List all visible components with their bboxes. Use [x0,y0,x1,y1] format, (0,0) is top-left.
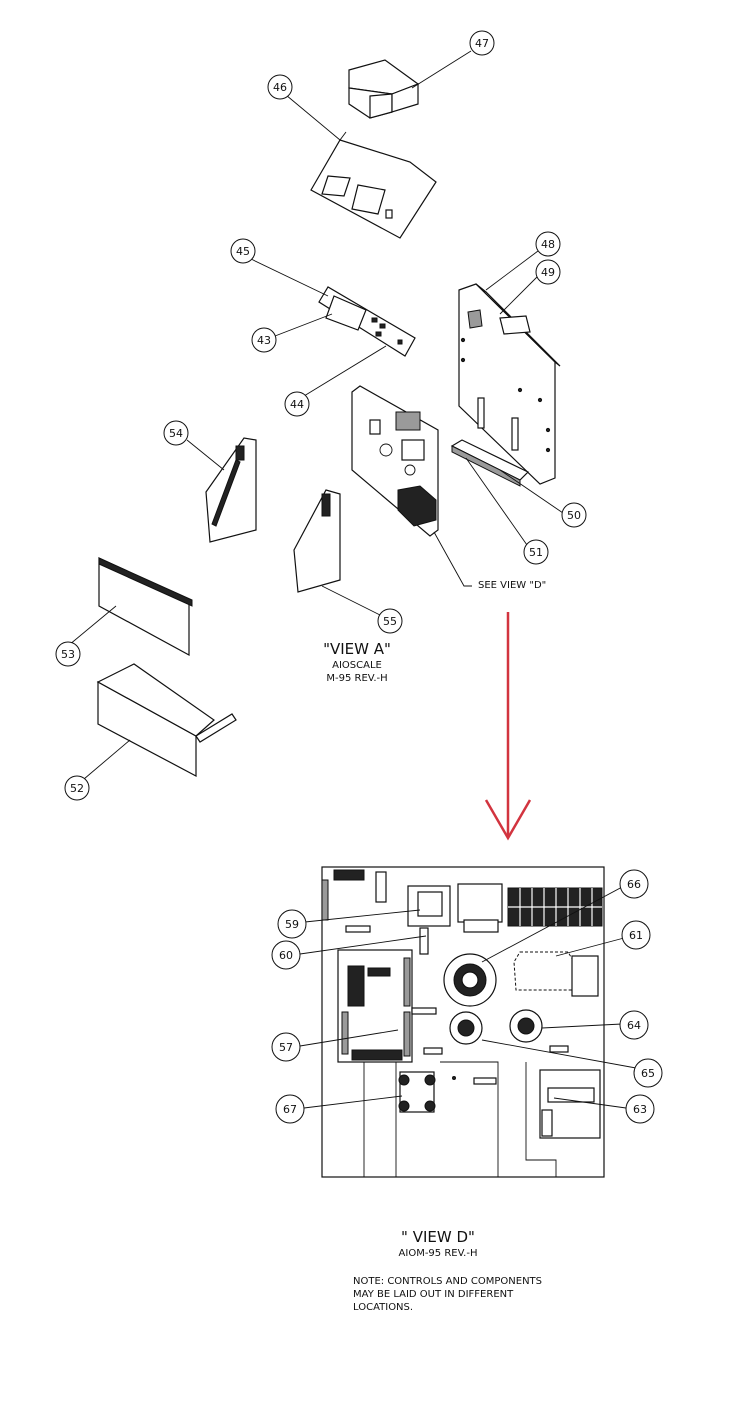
callout-46: 46 [267,74,293,100]
callout-43: 43 [251,327,277,353]
svg-text:64: 64 [627,1019,641,1032]
callout-45: 45 [230,238,256,264]
part-48-back-plate [458,283,561,485]
part-52-front-cover [96,663,237,777]
svg-text:49: 49 [541,266,555,279]
callout-53: 53 [55,641,81,667]
callout-67: 67 [275,1094,305,1124]
part-51-rail [450,439,530,487]
layout-note-line-3: LOCATIONS. [353,1302,414,1313]
svg-text:57: 57 [279,1041,293,1054]
part-control-board [351,385,439,537]
svg-text:46: 46 [273,81,287,94]
svg-text:60: 60 [279,949,293,962]
svg-text:47: 47 [475,37,489,50]
svg-text:50: 50 [567,509,581,522]
callout-54: 54 [163,420,189,446]
callout-57: 57 [271,1032,301,1062]
callout-49: 49 [535,259,561,285]
callout-55: 55 [377,608,403,634]
svg-text:51: 51 [529,546,543,559]
callout-50: 50 [561,502,587,528]
svg-text:54: 54 [169,427,183,440]
callout-51: 51 [523,539,549,565]
callout-47: 47 [469,30,495,56]
part-54-side-bracket [205,437,257,543]
callout-63: 63 [625,1094,655,1124]
svg-text:59: 59 [285,918,299,931]
view-d-title: " VIEW D" [401,1228,475,1246]
svg-text:53: 53 [61,648,75,661]
view-a-leader-lines [68,50,564,780]
callout-59: 59 [277,909,307,939]
relay-row [507,887,603,927]
part-47-bracket [348,59,420,119]
view-d-board [321,866,605,1178]
svg-text:45: 45 [236,245,250,258]
part-46-panel [310,131,437,239]
svg-text:55: 55 [383,615,397,628]
callout-52: 52 [64,775,90,801]
callout-66: 66 [619,869,649,899]
svg-text:43: 43 [257,334,271,347]
callout-64: 64 [619,1010,649,1040]
callout-44: 44 [284,391,310,417]
callout-48: 48 [535,231,561,257]
layout-note-line-2: MAY BE LAID OUT IN DIFFERENT [353,1289,514,1300]
callout-61: 61 [621,920,651,950]
svg-text:66: 66 [627,878,641,891]
svg-text:67: 67 [283,1103,297,1116]
view-d-revision: AIOM-95 REV.-H [398,1248,478,1259]
part-55-side-plate [293,489,341,593]
view-d-arrow [484,612,532,841]
callout-65: 65 [633,1058,663,1088]
layout-note-line-1: NOTE: CONTROLS AND COMPONENTS [353,1276,543,1287]
svg-text:61: 61 [629,929,643,942]
svg-text:44: 44 [290,398,304,411]
view-a-revision: M-95 REV.-H [326,673,388,684]
part-45-display-panel [318,286,416,357]
svg-text:65: 65 [641,1067,655,1080]
view-a-title: "VIEW A" [323,640,391,658]
view-d-leader-lines [299,885,637,1109]
svg-text:63: 63 [633,1103,647,1116]
callout-60: 60 [271,940,301,970]
view-a-model: AIOSCALE [332,660,382,671]
svg-text:48: 48 [541,238,555,251]
svg-text:52: 52 [70,782,84,795]
see-view-d-label: SEE VIEW "D" [478,580,547,591]
part-53-flat-panel [98,557,193,657]
